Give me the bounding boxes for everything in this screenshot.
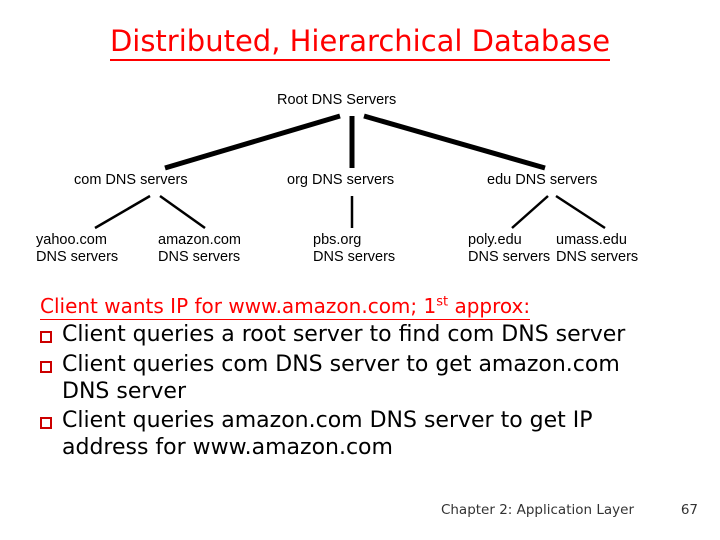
lead-statement: Client wants IP for www.amazon.com; 1st …: [40, 294, 531, 320]
footer-chapter-label: Chapter 2: Application Layer: [440, 502, 634, 518]
list-item: Client queries com DNS server to get ama…: [40, 352, 670, 406]
list-item: Client queries amazon.com DNS server to …: [40, 408, 670, 462]
footer-page-number: 67: [680, 502, 698, 518]
node-edu-dns-servers: edu DNS servers: [487, 172, 598, 188]
list-item: Client queries a root server to find com…: [40, 322, 670, 349]
square-bullet-icon: [40, 360, 52, 373]
list-item-label: Client queries a root server to find com…: [62, 322, 626, 347]
lead-ordinal-suffix: st: [436, 294, 449, 310]
page-title-text: Distributed, Hierarchical Database: [109, 24, 611, 61]
page-title: Distributed, Hierarchical Database: [0, 24, 720, 61]
dns-hierarchy-diagram: Root DNS Servers com DNS servers org DNS…: [0, 80, 720, 280]
lead-before: Client wants IP for www.amazon.com; 1: [40, 294, 437, 320]
lead-after: approx:: [448, 294, 531, 320]
node-com-dns-servers: com DNS servers: [74, 172, 188, 188]
bullet-list: Client queries a root server to find com…: [40, 322, 670, 465]
list-item-label: Client queries amazon.com DNS server to …: [62, 408, 593, 461]
node-root-dns-servers: Root DNS Servers: [277, 92, 397, 108]
node-org-dns-servers: org DNS servers: [287, 172, 395, 188]
list-item-label: Client queries com DNS server to get ama…: [62, 351, 620, 404]
square-bullet-icon: [40, 417, 52, 430]
diagram-connector-lines: [94, 113, 606, 230]
square-bullet-icon: [40, 331, 52, 343]
